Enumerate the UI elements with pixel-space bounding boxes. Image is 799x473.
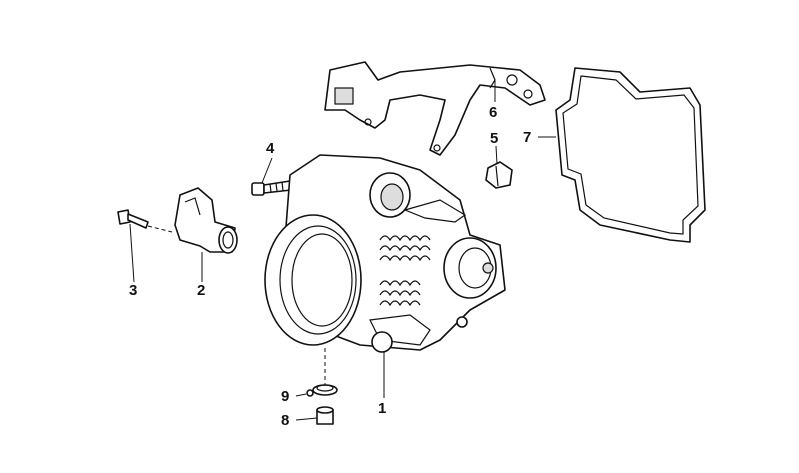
part-2-sensor: [174, 187, 238, 254]
callout-8: 8: [281, 412, 290, 429]
part-6-bracket: [324, 61, 546, 156]
callout-9: 9: [281, 388, 290, 405]
part-7-gasket: [555, 67, 706, 243]
callout-4: 4: [266, 140, 275, 157]
part-9-clamp: [306, 384, 338, 397]
part-3-screw: [117, 209, 173, 233]
part-1-throttle-body: [264, 154, 506, 353]
callout-3: 3: [129, 282, 138, 299]
callout-5: 5: [490, 130, 499, 147]
part-8-sleeve: [316, 406, 334, 425]
callout-2: 2: [197, 282, 206, 299]
leader-lines: [129, 80, 556, 421]
part-4-bolt: [251, 180, 292, 196]
callout-7: 7: [523, 129, 532, 146]
callout-1: 1: [378, 400, 387, 417]
part-5-clip: [485, 161, 513, 189]
callout-6: 6: [489, 104, 498, 121]
